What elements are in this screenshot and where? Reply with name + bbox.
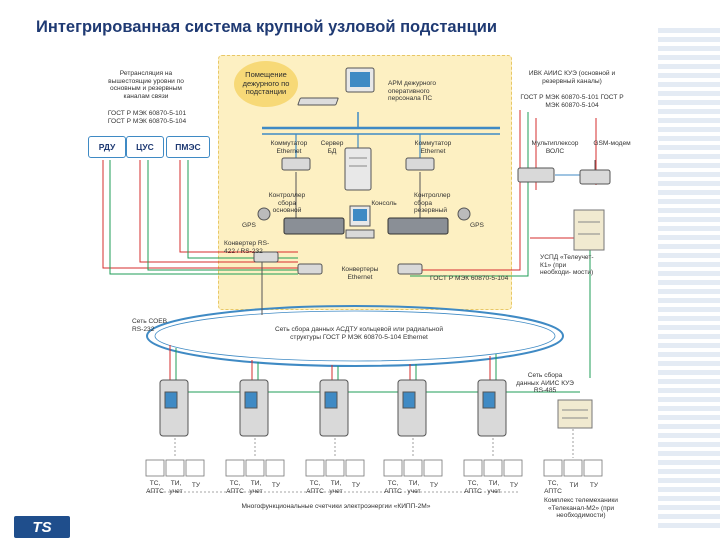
- terminal-tu-label: ТУ: [509, 482, 519, 489]
- terminal-ts-label: ТС, АПТС: [384, 480, 402, 495]
- eth-converters-label: Конвертеры Ethernet: [341, 266, 379, 281]
- multiplexer-icon: [517, 167, 555, 183]
- meter-icon: [397, 379, 427, 437]
- console-icon: [345, 205, 375, 239]
- terminal-ts-label: ТС, АПТС: [146, 480, 164, 495]
- box-tsus: ЦУС: [126, 136, 164, 158]
- telemech-label: Комплекс телемеханики «Телеканал-М2» (пр…: [544, 497, 618, 520]
- terminal-tu-label: ТУ: [271, 482, 281, 489]
- terminal-tu-label: ТУ: [191, 482, 201, 489]
- terminal-ts-label: ТС, АПТС: [544, 480, 562, 495]
- controller-icon: [283, 217, 345, 235]
- meter-icon: [239, 379, 269, 437]
- gost-104-label: ГОСТ Р МЭК 60870-5-104: [430, 275, 509, 282]
- workstation-icon: [297, 67, 375, 106]
- converter-icon: [297, 263, 323, 275]
- asdtu-net-label: Сеть сбора данных АСДТУ кольцевой или ра…: [274, 326, 444, 341]
- console-label: Консоль: [371, 200, 397, 207]
- retrans-label: Ретрансляция на вышестоящие уровни по ос…: [108, 70, 184, 100]
- converter-icon: [253, 251, 279, 263]
- terminal-ts-label: ТС, АПТС: [306, 480, 324, 495]
- terminal-ti-label: ТИ, учет: [249, 480, 263, 495]
- ctrl-main-label: Контроллер сбора основной: [268, 192, 306, 215]
- uspd-icon: [573, 209, 605, 251]
- terminal-tu-label: ТУ: [429, 482, 439, 489]
- gost-label: ГОСТ Р МЭК 60870-5-101 ГОСТ Р МЭК 60870-…: [107, 110, 187, 125]
- page-title: Интегрированная система крупной узловой …: [36, 18, 498, 36]
- svg-text:TS: TS: [32, 519, 51, 536]
- gps-left-label: GPS: [242, 222, 256, 229]
- terminal-ti-label: ТИ, учет: [407, 480, 421, 495]
- terminal-tu-label: ТУ: [589, 482, 599, 489]
- gps-icon: [257, 207, 271, 221]
- aiis-net-label: Сеть сбора данных АИИС КУЭ RS-485: [516, 372, 574, 395]
- converter-icon: [397, 263, 423, 275]
- switch-icon: [281, 157, 311, 171]
- terminal-ti-label: ТИ, учет: [169, 480, 183, 495]
- box-pmes: ПМЭС: [166, 136, 210, 158]
- terminal-ti-label: ТИ: [569, 482, 579, 489]
- switch-icon: [405, 157, 435, 171]
- terminal-tu-label: ТУ: [351, 482, 361, 489]
- terminal-ts-label: ТС, АПТС: [226, 480, 244, 495]
- meter-icon: [319, 379, 349, 437]
- counters-label: Многофункциональные счетчики электроэнер…: [241, 503, 431, 510]
- telemechanics-cabinet-icon: [557, 399, 593, 429]
- server-icon: [344, 147, 372, 191]
- ctrl-reserve-label: Контроллер сбора резервный: [414, 192, 451, 215]
- terminal-ts-label: ТС, АПТС: [464, 480, 482, 495]
- server-label: Сервер БД: [320, 140, 344, 155]
- terminal-ti-label: ТИ, учет: [487, 480, 501, 495]
- controller-icon: [387, 217, 449, 235]
- gps-icon: [457, 207, 471, 221]
- arm-label: АРМ дежурного оперативного персонала ПС: [388, 80, 437, 103]
- meter-icon: [477, 379, 507, 437]
- ivk-label: ИВК АИИС КУЭ (основной и резервный канал…: [528, 70, 616, 85]
- control-room-label: Помещение дежурного по подстанции: [234, 61, 298, 107]
- terminal-ti-label: ТИ, учет: [329, 480, 343, 495]
- soev-label: Сеть СОЕВ RS-232: [132, 318, 168, 333]
- converter-label: Конвертер RS-422 / RS-232: [224, 240, 270, 255]
- gps-right-label: GPS: [470, 222, 484, 229]
- switch-right-label: Коммутатор Ethernet: [414, 140, 452, 155]
- gost-label-right: ГОСТ Р МЭК 60870-5-101 ГОСТ Р МЭК 60870-…: [520, 94, 624, 109]
- company-logo: TS: [14, 516, 70, 538]
- uspd-label: УСПД «Телеучет-К1» (при необходи- мости): [540, 254, 594, 277]
- switch-left-label: Коммутатор Ethernet: [270, 140, 308, 155]
- gsm-label: GSM-модем: [593, 140, 631, 147]
- multiplexer-label: Мультиплексор ВОЛС: [531, 140, 579, 155]
- box-rdu: РДУ: [88, 136, 126, 158]
- gsm-modem-icon: [579, 160, 611, 185]
- meter-icon: [159, 379, 189, 437]
- decorative-stripes: [658, 28, 720, 528]
